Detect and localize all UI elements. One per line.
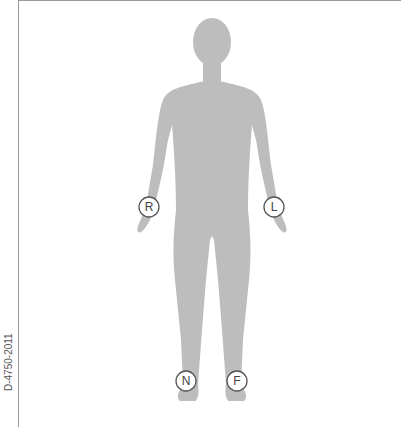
electrode-outline bbox=[227, 371, 247, 391]
electrode-outline bbox=[139, 197, 159, 217]
electrode-outline bbox=[176, 371, 196, 391]
electrode-label: N bbox=[182, 375, 191, 387]
electrode-marker: R bbox=[138, 196, 160, 218]
electrode-marker: L bbox=[263, 196, 285, 218]
frame-line bbox=[18, 0, 401, 1]
electrode-label: F bbox=[233, 375, 240, 387]
frame-line bbox=[18, 0, 19, 427]
electrode-label: L bbox=[271, 201, 278, 213]
electrode-marker: F bbox=[226, 370, 248, 392]
electrode-outline bbox=[264, 197, 284, 217]
body-silhouette bbox=[137, 80, 286, 401]
electrode-label: R bbox=[145, 201, 154, 213]
electrode-marker: N bbox=[175, 370, 197, 392]
document-code: D-4750-2011 bbox=[3, 333, 14, 391]
